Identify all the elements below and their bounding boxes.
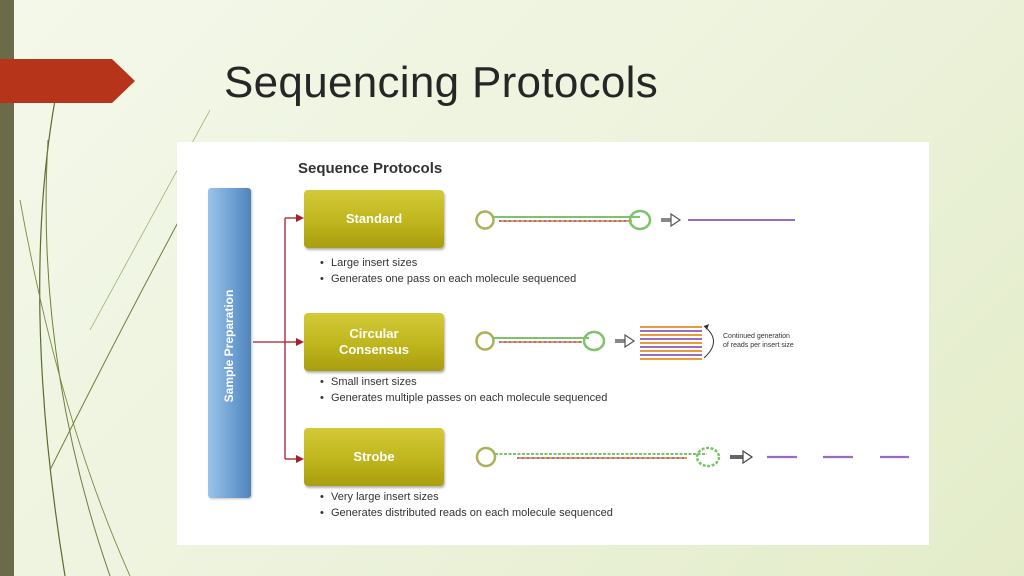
- sample-preparation-label: Sample Preparation: [222, 289, 236, 403]
- decorative-curved-lines: [19, 99, 211, 576]
- protocol-name: Strobe: [353, 449, 395, 464]
- list-item: Generates distributed reads on each mole…: [320, 506, 613, 522]
- slide-title: Sequencing Protocols: [224, 58, 659, 107]
- circular-consensus-protocol-box: Circular Consensus: [304, 313, 444, 371]
- standard-protocol-box: Standard: [304, 190, 444, 248]
- figure-graphics: [253, 209, 909, 468]
- protocol-figure: Sequence Protocols Sample Preparation St…: [177, 142, 929, 545]
- ccs-annotation-line: of reads per insert size: [723, 342, 794, 349]
- list-item: Generates one pass on each molecule sequ…: [320, 272, 576, 288]
- left-decorative-bar: [0, 0, 14, 576]
- strobe-protocol-box: Strobe: [304, 428, 444, 486]
- connector-lines: [253, 214, 304, 463]
- sample-preparation-bar: [208, 188, 251, 498]
- list-item: Very large insert sizes: [320, 490, 613, 506]
- protocol-name: Circular Consensus: [338, 326, 410, 357]
- standard-molecule-diagram: [475, 209, 795, 231]
- list-item: Generates multiple passes on each molecu…: [320, 391, 607, 407]
- ccs-annotation-line: Continued generation: [723, 333, 790, 340]
- protocol-name: Standard: [345, 211, 403, 226]
- strobe-bullets: Very large insert sizes Generates distri…: [320, 490, 613, 521]
- list-item: Small insert sizes: [320, 375, 607, 391]
- strobe-molecule-diagram: [475, 446, 909, 468]
- ccs-annotation: Continued generation of reads per insert…: [723, 332, 823, 350]
- circular-consensus-bullets: Small insert sizes Generates multiple pa…: [320, 375, 607, 406]
- circular-consensus-molecule-diagram: [475, 324, 714, 360]
- figure-title: Sequence Protocols: [298, 160, 443, 177]
- standard-bullets: Large insert sizes Generates one pass on…: [320, 256, 576, 287]
- title-accent-arrow: [0, 59, 135, 103]
- list-item: Large insert sizes: [320, 256, 576, 272]
